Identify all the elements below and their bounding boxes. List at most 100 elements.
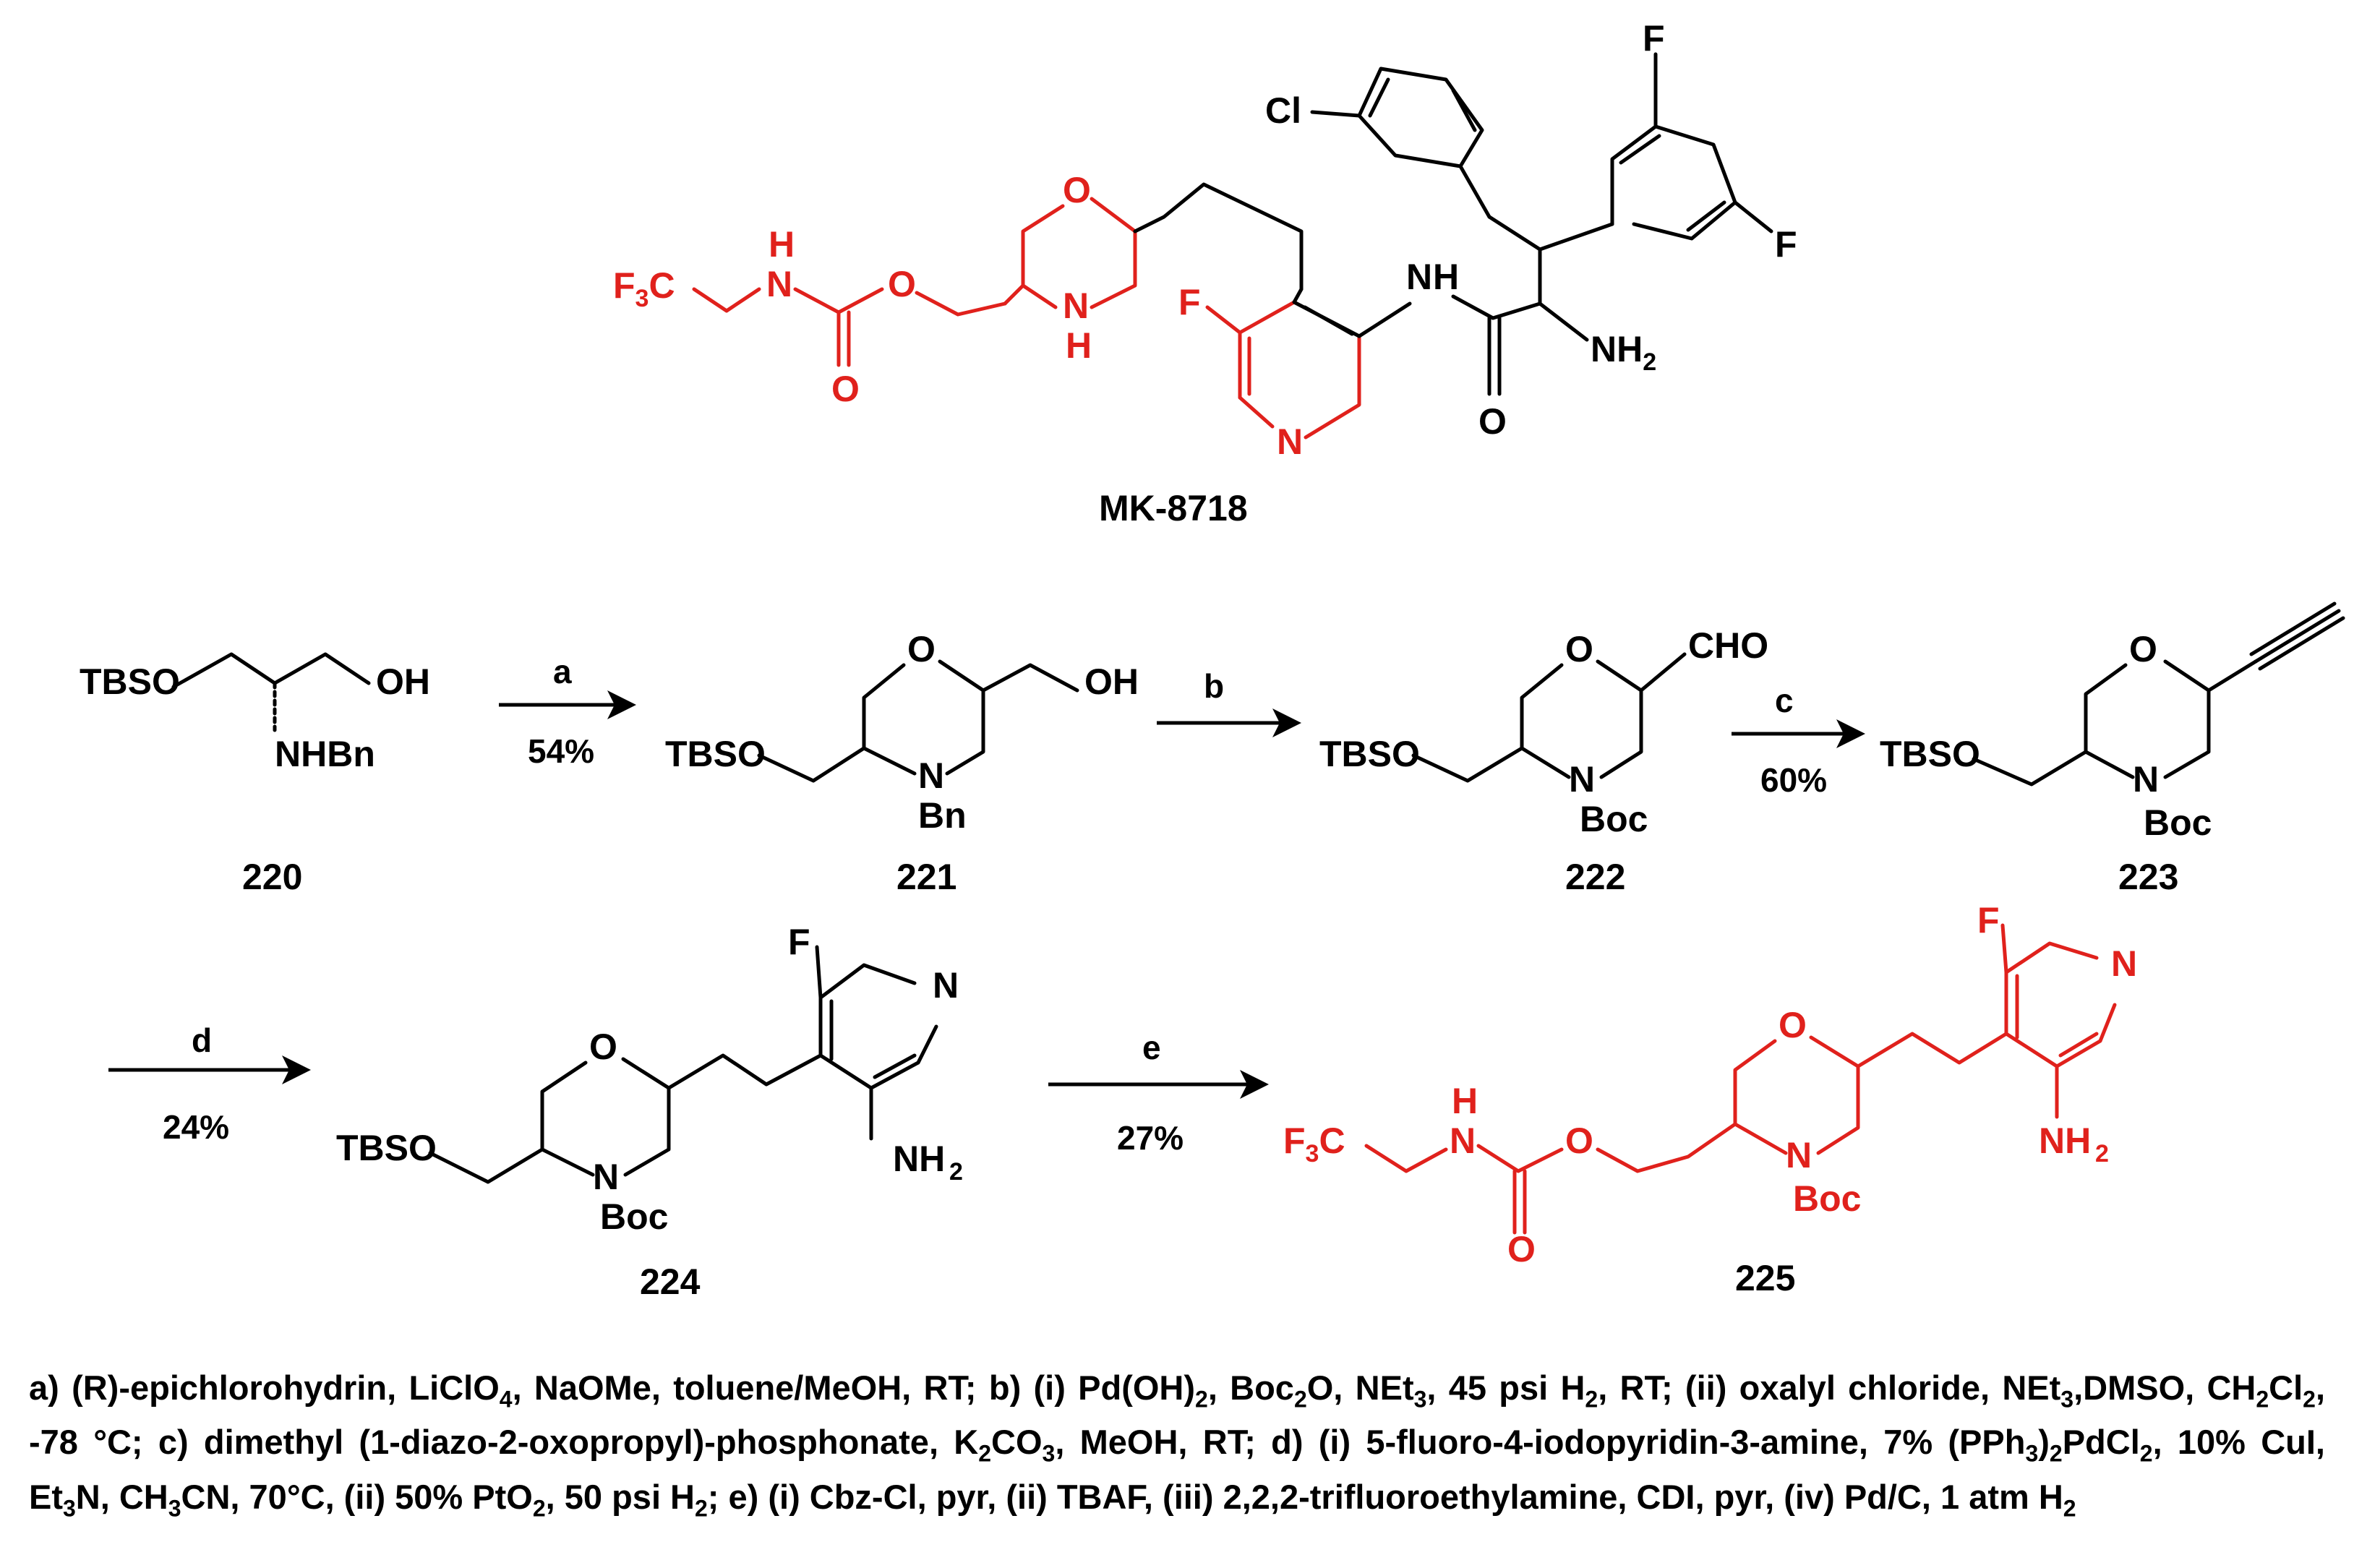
svg-text:H: H (1452, 1081, 1478, 1121)
atom-f3c: F3C (613, 265, 675, 312)
footnote-subscript: 2 (1195, 1386, 1208, 1413)
svg-text:TBSO: TBSO (665, 734, 766, 774)
mk8718-red-fragment: F3C N H O O N H O F N (613, 170, 1361, 462)
atom-cl: Cl (1265, 90, 1301, 131)
svg-text:N: N (2133, 759, 2159, 800)
step-d-yield: 24% (163, 1108, 229, 1146)
atom-amide-h: H (1433, 257, 1459, 297)
step-a-yield: 54% (528, 732, 594, 770)
step-b-letter: b (1204, 667, 1224, 705)
step-c-letter: c (1775, 682, 1794, 719)
svg-text:O: O (1565, 629, 1593, 669)
compound-220-structure: TBSO NHBn OH (80, 652, 430, 774)
atom-nh: N (766, 264, 792, 304)
footnote-text: PdCl (2062, 1423, 2140, 1462)
svg-text:Boc: Boc (1580, 799, 1648, 839)
atom-carbonyl-o: O (831, 369, 860, 409)
footnote-text: N, CH (75, 1477, 168, 1516)
svg-text:CHO: CHO (1688, 625, 1768, 666)
atom-morph-nh: N (1063, 286, 1089, 326)
svg-text:Boc: Boc (600, 1196, 668, 1237)
mk8718-label: MK-8718 (1099, 488, 1248, 528)
atom-nh2: NH2 (1591, 329, 1656, 376)
svg-text:F: F (788, 922, 810, 962)
svg-text:O: O (2129, 629, 2157, 669)
compound-222-structure: TBSO O N Boc CHO (1319, 625, 1768, 839)
atom-amide-o: O (1478, 401, 1507, 442)
footnote-text: Cl (2269, 1368, 2303, 1407)
step-a-letter: a (553, 653, 572, 690)
step-e-yield: 27% (1117, 1119, 1184, 1157)
footnote-text: ) (2038, 1423, 2050, 1462)
svg-text:F3C: F3C (1283, 1121, 1345, 1168)
atom-morph-nh-h: H (1066, 325, 1092, 366)
compound-221-label: 221 (896, 857, 956, 897)
atom-ester-o: O (888, 264, 916, 304)
footnote-subscript: 2 (532, 1495, 546, 1522)
svg-text:F: F (1977, 900, 2000, 941)
footnote-subscript: 3 (168, 1495, 181, 1522)
svg-text:O: O (1507, 1229, 1536, 1269)
svg-text:TBSO: TBSO (80, 661, 180, 702)
svg-text:N: N (1450, 1121, 1476, 1161)
compound-224-label: 224 (640, 1261, 701, 1302)
footnote-subscript: 2 (2256, 1386, 2269, 1413)
compound-220-label: 220 (242, 857, 302, 897)
compound-225-structure: F3C N H O O O N Boc N F NH 2 (1283, 900, 2137, 1269)
footnote-text: a) (R)-epichlorohydrin, LiClO (29, 1368, 500, 1407)
footnote-text: , NaOMe, toluene/MeOH, RT; b) (i) Pd(OH) (512, 1368, 1196, 1407)
footnote-text: ; e) (i) Cbz-Cl, pyr, (ii) TBAF, (iii) 2… (707, 1477, 2063, 1516)
svg-text:O: O (1779, 1005, 1807, 1045)
mk8718-structure: F3C N H O O N H O F N (613, 18, 1797, 462)
reaction-conditions-footnote: a) (R)-epichlorohydrin, LiClO4, NaOMe, t… (29, 1366, 2325, 1530)
footnote-text: , 45 psi H (1426, 1368, 1585, 1407)
compound-223-label: 223 (2118, 857, 2178, 897)
svg-text:NH: NH (893, 1139, 945, 1179)
compound-221-structure: TBSO O N Bn OH (665, 629, 1139, 836)
svg-text:N: N (1786, 1135, 1812, 1175)
footnote-subscript: 4 (499, 1386, 513, 1413)
footnote-text: , 10% CuI, Et (29, 1423, 2325, 1516)
svg-text:OH: OH (1084, 661, 1139, 702)
svg-text:N: N (2111, 943, 2137, 984)
compound-224-structure: TBSO O N Boc N F NH 2 (336, 922, 963, 1237)
svg-text:O: O (1565, 1121, 1593, 1161)
svg-text:TBSO: TBSO (336, 1128, 437, 1168)
svg-text:N: N (593, 1157, 619, 1197)
footnote-subscript: 2 (2139, 1440, 2153, 1467)
svg-text:NH: NH (2039, 1121, 2091, 1161)
footnote-subscript: 3 (2060, 1386, 2074, 1413)
svg-text:OH: OH (376, 661, 430, 702)
footnote-subscript: 3 (1413, 1386, 1427, 1413)
footnote-text: O, NEt (1306, 1368, 1414, 1407)
footnote-subscript: 2 (1585, 1386, 1598, 1413)
footnote-text: , RT; (ii) oxalyl chloride, NEt (1598, 1368, 2061, 1407)
footnote-text: , Boc (1207, 1368, 1294, 1407)
svg-text:N: N (1569, 759, 1595, 800)
footnote-subscript: 2 (1293, 1386, 1307, 1413)
svg-text:TBSO: TBSO (1880, 734, 1980, 774)
svg-text:O: O (589, 1027, 617, 1067)
footnote-text: , -78 °C; c) dimethyl (1-diazo-2-oxoprop… (29, 1368, 2326, 1462)
footnote-subscript: 2 (2303, 1386, 2316, 1413)
footnote-subscript: 2 (978, 1440, 992, 1467)
atom-f-right: F (1775, 224, 1797, 265)
footnote-text: CO (991, 1423, 1043, 1462)
svg-text:N: N (918, 755, 944, 796)
footnote-text: , 50 psi H (545, 1477, 695, 1516)
atom-f-top: F (1643, 18, 1665, 59)
compound-223-structure: TBSO O N Boc (1880, 601, 2345, 843)
svg-text:O: O (907, 629, 936, 669)
atom-amide-n: N (1406, 257, 1432, 297)
svg-text:Boc: Boc (1793, 1178, 1861, 1219)
step-d-letter: d (192, 1021, 212, 1059)
footnote-subscript: 2 (2063, 1495, 2076, 1522)
footnote-text: ,DMSO, CH (2073, 1368, 2256, 1407)
step-c-yield: 60% (1760, 761, 1827, 799)
footnote-subscript: 3 (63, 1495, 76, 1522)
footnote-text: , MeOH, RT; d) (i) 5-fluoro-4-iodopyridi… (1055, 1423, 2026, 1462)
svg-text:2: 2 (2095, 1140, 2109, 1168)
atom-nh-h: H (769, 224, 795, 265)
footnote-subscript: 3 (1042, 1440, 1056, 1467)
compound-225-label: 225 (1735, 1258, 1795, 1298)
